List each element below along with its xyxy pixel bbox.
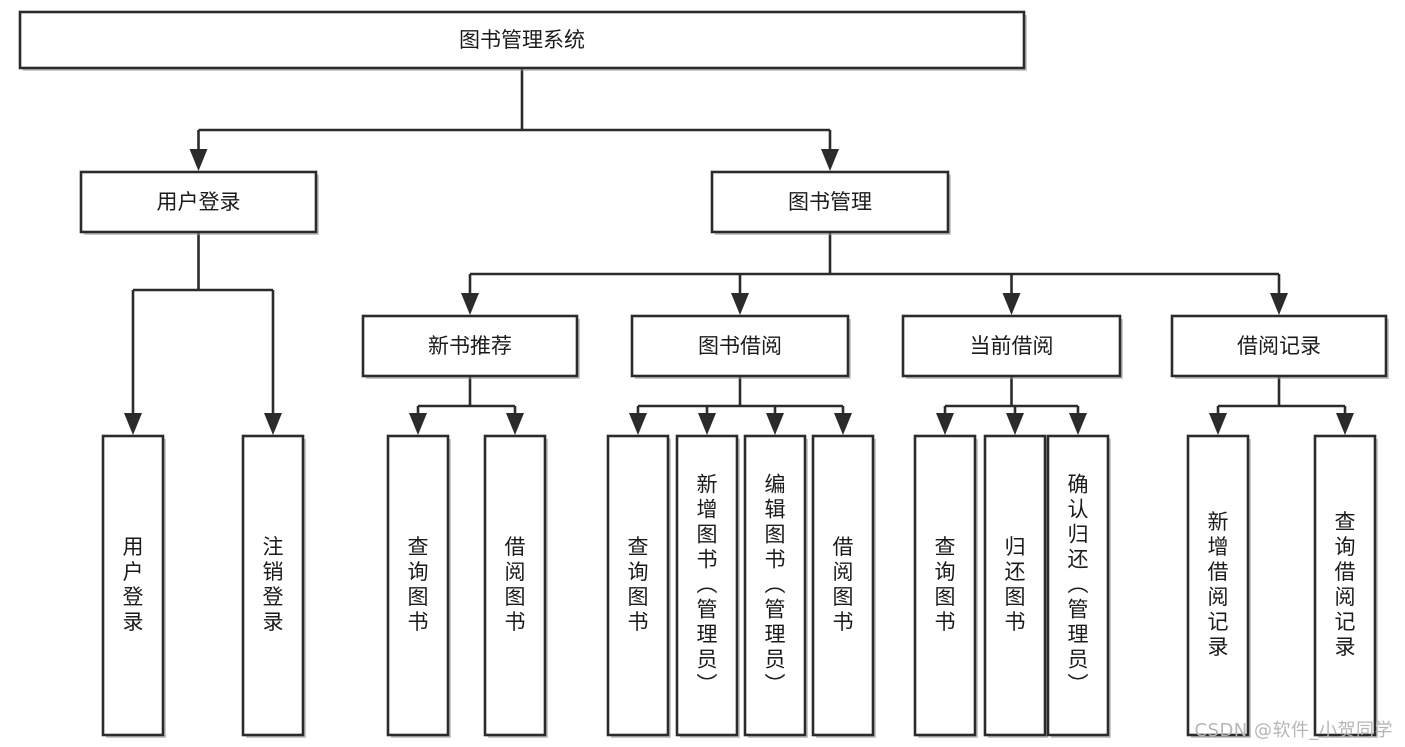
node-label: 图书管理 bbox=[788, 190, 872, 214]
node-label: 查询图书 bbox=[628, 535, 649, 634]
node-leaf-user-login[interactable]: 用户登录 bbox=[101, 434, 166, 738]
edges-layer bbox=[124, 68, 1354, 435]
node-label: 编辑图书︵管理员︶ bbox=[765, 473, 786, 697]
node-book-borrow[interactable]: 图书借阅 bbox=[630, 314, 851, 379]
node-label: 查询图书 bbox=[935, 535, 956, 634]
node-label: 当前借阅 bbox=[970, 334, 1054, 358]
node-label: 借阅图书 bbox=[833, 535, 854, 634]
node-label: 用户登录 bbox=[157, 190, 241, 214]
node-label: 归还图书 bbox=[1005, 535, 1026, 634]
edge-group-new-book-recommend bbox=[409, 376, 524, 435]
node-leaf-query-record[interactable]: 查询借阅记录 bbox=[1313, 434, 1378, 738]
node-leaf-edit-book[interactable]: 编辑图书︵管理员︶ bbox=[743, 434, 808, 738]
node-book-manage[interactable]: 图书管理 bbox=[710, 170, 951, 235]
nodes-layer: 图书管理系统用户登录图书管理新书推荐图书借阅当前借阅借阅记录用户登录注销登录查询… bbox=[18, 10, 1389, 738]
node-leaf-borrow-book-2[interactable]: 借阅图书 bbox=[811, 434, 876, 738]
node-label: 图书借阅 bbox=[698, 334, 782, 358]
node-leaf-query-book-2[interactable]: 查询图书 bbox=[606, 434, 671, 738]
node-leaf-return-book[interactable]: 归还图书 bbox=[983, 434, 1048, 738]
node-leaf-add-book[interactable]: 新增图书︵管理员︶ bbox=[675, 434, 740, 738]
node-label: 注销登录 bbox=[263, 535, 284, 634]
node-label: 图书管理系统 bbox=[459, 28, 585, 52]
node-label: 确认归还︵管理员︶ bbox=[1068, 473, 1089, 697]
node-borrow-record[interactable]: 借阅记录 bbox=[1170, 314, 1389, 379]
node-leaf-confirm-return[interactable]: 确认归还︵管理员︶ bbox=[1046, 434, 1111, 738]
node-label: 借阅记录 bbox=[1237, 334, 1321, 358]
edge-group-book-manage bbox=[461, 232, 1288, 315]
node-leaf-logout[interactable]: 注销登录 bbox=[241, 434, 306, 738]
edge-group-root bbox=[189, 68, 839, 171]
node-leaf-query-book-1[interactable]: 查询图书 bbox=[386, 434, 451, 738]
edge-group-user-login bbox=[124, 232, 282, 435]
node-label: 查询图书 bbox=[408, 535, 429, 634]
watermark-text: CSDN @软件_小贺同学 bbox=[1194, 720, 1393, 741]
node-leaf-query-book-3[interactable]: 查询图书 bbox=[913, 434, 978, 738]
node-current-borrow[interactable]: 当前借阅 bbox=[901, 314, 1123, 379]
edge-group-borrow-record bbox=[1209, 376, 1354, 435]
edge-group-book-borrow bbox=[629, 376, 852, 435]
node-user-login[interactable]: 用户登录 bbox=[79, 170, 319, 235]
node-label: 新增借阅记录 bbox=[1208, 510, 1229, 659]
node-label: 借阅图书 bbox=[505, 535, 526, 634]
node-label: 新书推荐 bbox=[428, 334, 512, 358]
node-root[interactable]: 图书管理系统 bbox=[18, 10, 1027, 71]
node-label: 用户登录 bbox=[123, 535, 144, 634]
edge-group-current-borrow bbox=[936, 376, 1087, 435]
node-label: 查询借阅记录 bbox=[1335, 510, 1356, 659]
node-new-book-recommend[interactable]: 新书推荐 bbox=[361, 314, 580, 379]
node-leaf-borrow-book-1[interactable]: 借阅图书 bbox=[483, 434, 548, 738]
node-leaf-add-record[interactable]: 新增借阅记录 bbox=[1186, 434, 1251, 738]
node-label: 新增图书︵管理员︶ bbox=[697, 473, 718, 697]
